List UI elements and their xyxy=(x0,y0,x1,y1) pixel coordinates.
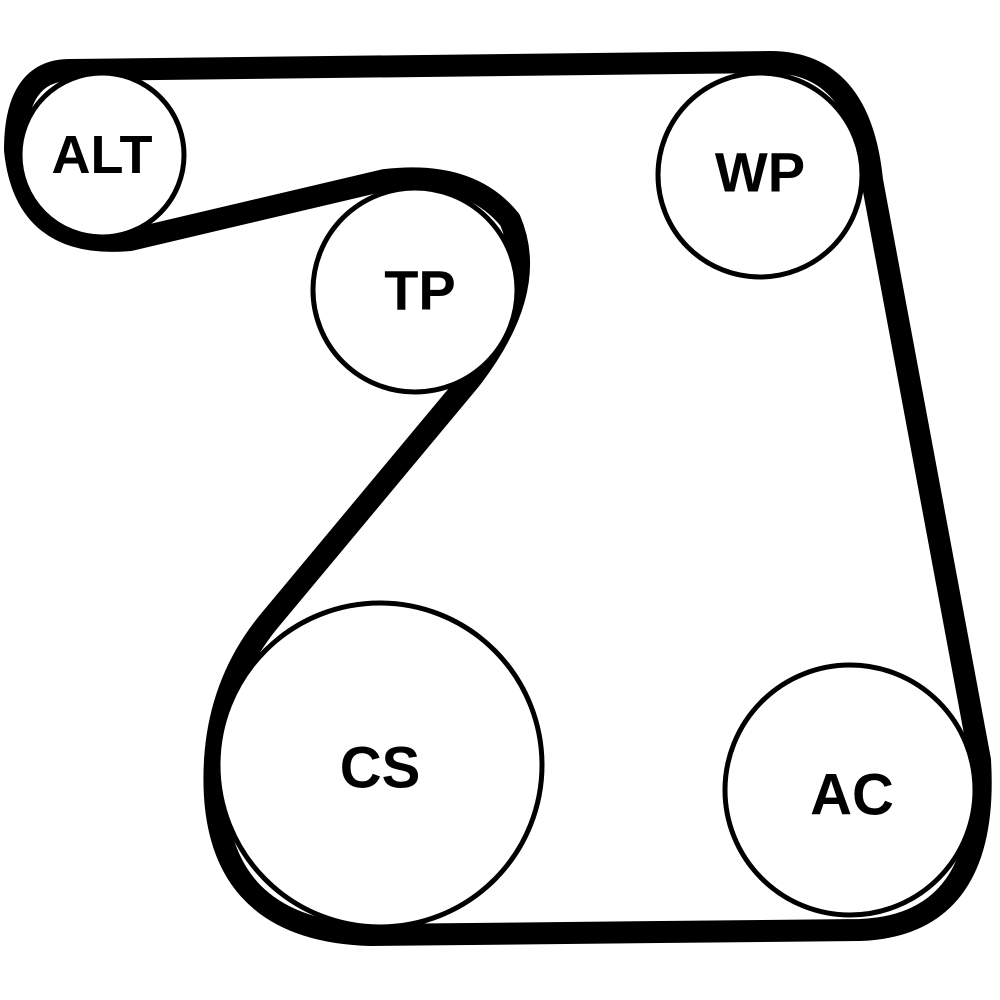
wp-pulley: WP xyxy=(655,70,865,280)
cs-pulley-label: CS xyxy=(340,736,421,801)
tp-pulley-circle xyxy=(310,185,520,395)
alt-pulley: ALT xyxy=(17,70,187,240)
tp-pulley: TP xyxy=(310,185,520,395)
alt-pulley-circle xyxy=(17,70,187,240)
wp-pulley-label: WP xyxy=(715,141,805,204)
serpentine-belt xyxy=(4,51,992,946)
wp-pulley-circle xyxy=(655,70,865,280)
ac-pulley-label: AC xyxy=(810,763,894,828)
tp-pulley-label: TP xyxy=(384,259,456,322)
cs-pulley: CS xyxy=(215,600,545,930)
cs-pulley-circle xyxy=(215,600,545,930)
alt-pulley-label: ALT xyxy=(52,125,153,185)
ac-pulley: AC xyxy=(722,662,978,918)
ac-pulley-circle xyxy=(722,662,978,918)
